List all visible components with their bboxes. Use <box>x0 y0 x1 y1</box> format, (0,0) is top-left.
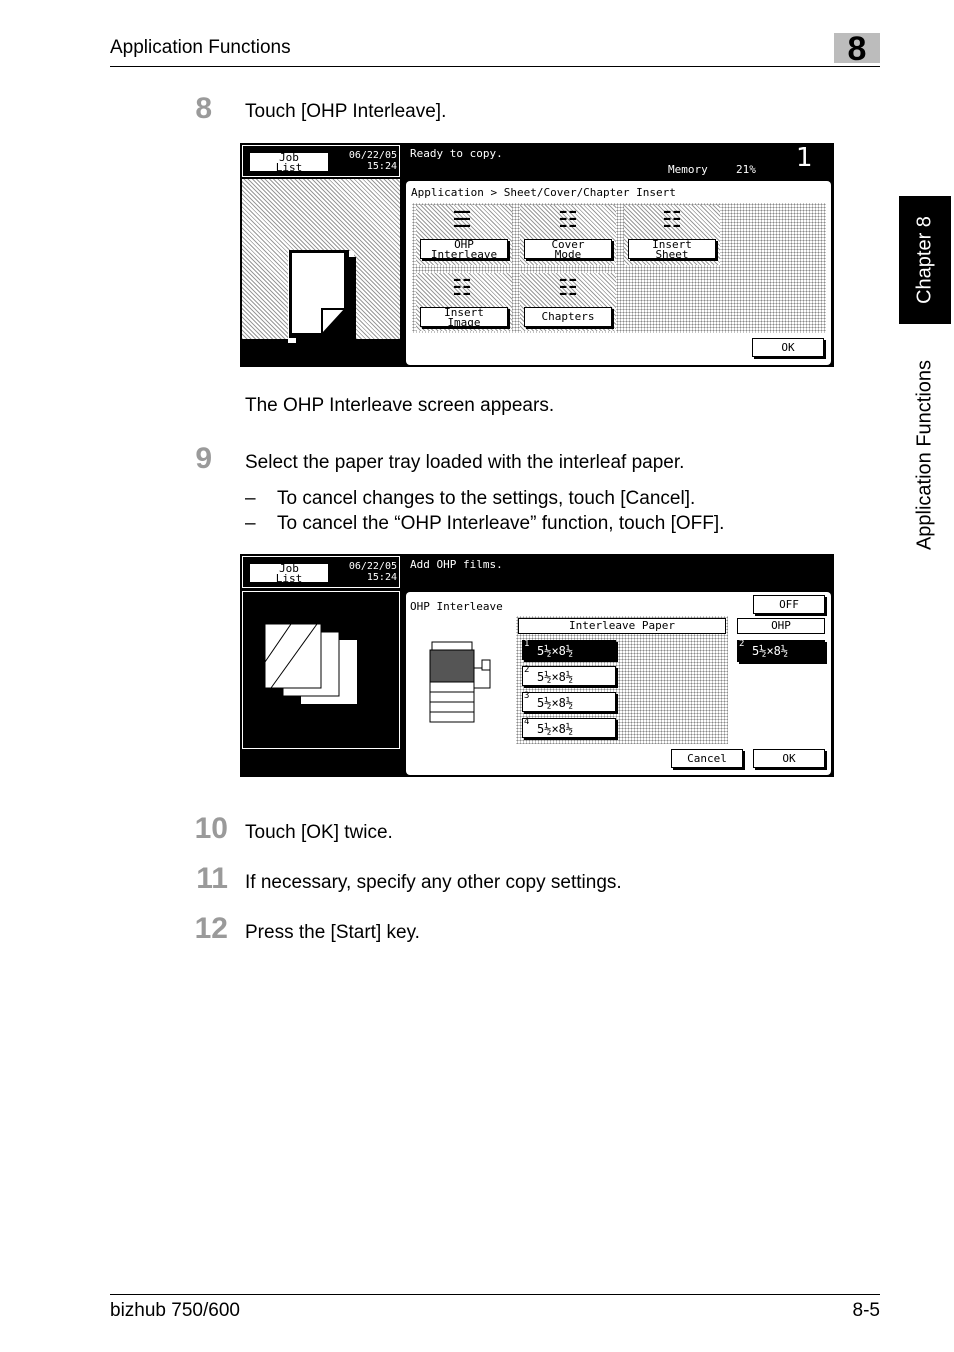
status-text: Ready to copy. <box>410 147 503 160</box>
ohp-header: OHP <box>737 618 825 634</box>
tray-2-button[interactable]: 2 5½×8½ <box>522 665 616 686</box>
job-list-label-1: Job <box>279 151 299 164</box>
tray-size: 5½×8½ <box>537 644 574 658</box>
step-note: The OHP Interleave screen appears. <box>245 395 555 416</box>
tray-number: 3 <box>524 691 530 701</box>
footer-rule <box>110 1294 880 1295</box>
step-number: 11 <box>196 862 228 895</box>
off-button[interactable]: OFF <box>753 595 825 614</box>
tray-size: 5½×8½ <box>537 696 574 710</box>
step-text: If necessary, specify any other copy set… <box>245 872 622 893</box>
chapter-number: 8 <box>847 30 867 68</box>
job-list-button[interactable]: Job List <box>249 151 329 174</box>
insert-sheet-button[interactable]: Insert Sheet <box>628 238 716 261</box>
step-text: Select the paper tray loaded with the in… <box>245 452 685 473</box>
chapters-icon: ☷ <box>558 275 578 300</box>
job-list-label-2: List <box>275 161 303 174</box>
step-number: 12 <box>194 912 228 945</box>
ohp-tray: 2 5½×8½ <box>737 639 825 662</box>
step-number: 9 <box>195 442 212 475</box>
page-number: 8-5 <box>852 1300 880 1321</box>
preview-area <box>242 179 400 343</box>
footer-model: bizhub 750/600 <box>110 1300 240 1321</box>
main-panel: Application > Sheet/Cover/Chapter Insert… <box>406 181 831 365</box>
header-rule <box>110 66 880 67</box>
copier-machine-icon <box>429 641 491 723</box>
insert-image-label-2: Image <box>447 316 481 329</box>
ok-button[interactable]: OK <box>753 749 825 768</box>
function-grid: ☰ OHP Interleave ☷ Cover Mode ☷ Insert S… <box>412 203 826 333</box>
cover-mode-button[interactable]: Cover Mode <box>524 238 612 261</box>
insert-image-label-1: Insert <box>444 306 484 319</box>
ok-button[interactable]: OK <box>752 338 824 357</box>
tray-1-button[interactable]: 1 5½×8½ <box>522 639 616 660</box>
copier-screen-application: Job List 06/22/05 15:24 Ready to copy. M… <box>240 143 834 367</box>
ohp-interleave-button[interactable]: OHP Interleave <box>420 238 508 261</box>
job-info-bar: Job List 06/22/05 15:24 <box>242 145 400 177</box>
tray-number: 1 <box>524 639 530 649</box>
status-text: Add OHP films. <box>410 558 503 571</box>
cover-mode-icon: ☷ <box>558 207 578 232</box>
tray-number: 2 <box>524 665 530 675</box>
date-time: 06/22/05 15:24 <box>337 150 397 172</box>
time-text: 15:24 <box>366 161 397 172</box>
insert-sheet-label-1: Insert <box>652 238 692 251</box>
bullet-text: To cancel the “OHP Interleave” function,… <box>277 513 725 534</box>
insert-sheet-icon: ☷ <box>662 207 682 232</box>
panel-title: OHP Interleave <box>410 600 503 613</box>
insert-image-button[interactable]: Insert Image <box>420 306 508 329</box>
tray-size: 5½×8½ <box>537 722 574 736</box>
memory-label: Memory <box>668 163 708 176</box>
tray-4-button[interactable]: 4 5½×8½ <box>522 717 616 738</box>
preview-area <box>242 591 400 749</box>
tray-size: 5½×8½ <box>752 644 789 658</box>
tray-3-button[interactable]: 3 5½×8½ <box>522 691 616 712</box>
tray-number: 4 <box>524 717 530 727</box>
chapter-tab: Chapter 8 <box>899 196 951 324</box>
document-icon <box>289 250 356 343</box>
bullet-dash: – <box>245 488 256 509</box>
job-info-bar: Job List 06/22/05 15:24 <box>242 556 400 588</box>
date-time: 06/22/05 15:24 <box>337 561 397 583</box>
cancel-button[interactable]: Cancel <box>671 749 743 768</box>
memory-value: 21% <box>736 163 756 176</box>
ohp-interleave-icon: ☰ <box>452 207 472 232</box>
copier-screen-ohp-interleave: Job List 06/22/05 15:24 Add OHP films. O… <box>240 554 834 777</box>
running-header-title: Application Functions <box>110 37 291 58</box>
job-list-label-1: Job <box>279 562 299 575</box>
date-text: 06/22/05 <box>348 150 397 161</box>
section-tab: Application Functions <box>899 330 951 580</box>
step-number: 10 <box>194 812 228 845</box>
job-list-label-2: List <box>275 572 303 585</box>
insert-sheet-label-2: Sheet <box>655 248 689 261</box>
insert-image-icon: ☷ <box>452 275 472 300</box>
time-text: 15:24 <box>366 572 397 583</box>
bullet-dash: – <box>245 513 256 534</box>
interleave-header: Interleave Paper <box>518 618 726 634</box>
chapter-tab-label: Chapter 8 <box>913 216 936 304</box>
cover-mode-label-1: Cover <box>551 238 585 251</box>
copy-count: 1 <box>796 143 813 173</box>
cover-mode-label-2: Mode <box>554 248 582 261</box>
ohp-interleave-label-1: OHP <box>454 238 474 251</box>
step-text: Press the [Start] key. <box>245 922 420 943</box>
breadcrumb: Application > Sheet/Cover/Chapter Insert <box>411 186 676 199</box>
tray-size: 5½×8½ <box>537 670 574 684</box>
section-tab-label: Application Functions <box>913 359 936 551</box>
step-number: 8 <box>195 92 212 125</box>
tray-number: 2 <box>739 639 745 649</box>
main-panel: OHP Interleave OFF Interleave Paper 1 5½… <box>406 592 831 775</box>
interleave-tray-list: Interleave Paper 1 5½×8½ 2 5½×8½ 3 5½×8½… <box>516 616 728 744</box>
chapter-number-box <box>834 33 880 63</box>
job-list-button[interactable]: Job List <box>249 562 329 585</box>
date-text: 06/22/05 <box>348 561 397 572</box>
bullet-text: To cancel changes to the settings, touch… <box>277 488 696 509</box>
step-text: Touch [OK] twice. <box>245 822 393 843</box>
chapters-button[interactable]: Chapters <box>524 307 612 327</box>
step-text: Touch [OHP Interleave]. <box>245 101 447 122</box>
ohp-interleave-label-2: Interleave <box>430 248 498 261</box>
ohp-stack-icon <box>264 623 357 704</box>
